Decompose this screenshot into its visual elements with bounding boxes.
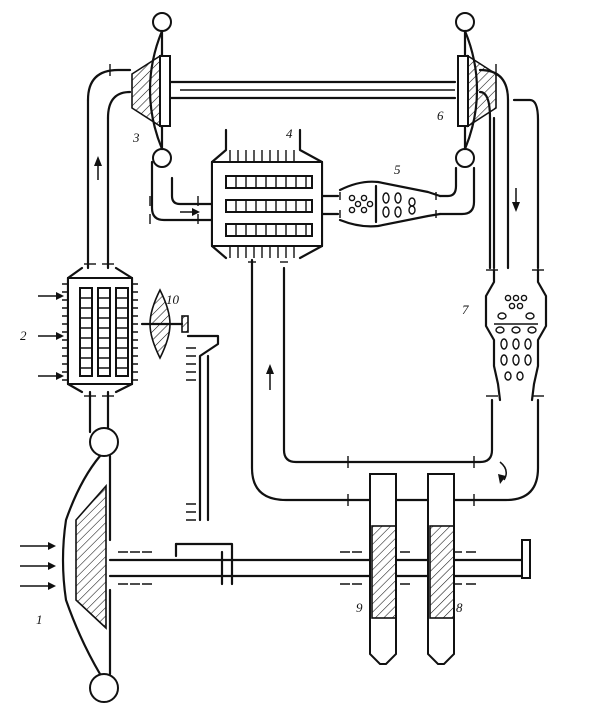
intercooler-tubes bbox=[79, 287, 129, 377]
label-7: 7 bbox=[462, 302, 469, 317]
label-5: 5 bbox=[394, 162, 401, 177]
label-1: 1 bbox=[36, 612, 43, 627]
component-labels: 1 2 3 4 5 6 7 8 9 10 bbox=[20, 108, 469, 627]
chamber-7-holes bbox=[495, 294, 537, 381]
label-4: 4 bbox=[286, 126, 293, 141]
fan-10 bbox=[140, 288, 220, 522]
chamber-5-holes bbox=[348, 192, 416, 218]
label-6: 6 bbox=[437, 108, 444, 123]
turbine-3 bbox=[131, 12, 172, 168]
regenerator-teeth bbox=[229, 150, 295, 258]
flow-arrows bbox=[94, 156, 520, 484]
intercooler-2 bbox=[62, 266, 138, 394]
compressor-1 bbox=[61, 427, 119, 703]
air-inlet-arrows bbox=[20, 542, 56, 590]
regenerator-tubes bbox=[225, 175, 313, 237]
intercooler-fins bbox=[62, 283, 138, 381]
label-3: 3 bbox=[132, 130, 140, 145]
pipe-flanges bbox=[84, 64, 544, 506]
turbine-6 bbox=[455, 12, 497, 168]
combustion-chamber-7 bbox=[484, 268, 548, 402]
main-shaft bbox=[108, 539, 531, 586]
label-8: 8 bbox=[456, 600, 463, 615]
gear-8 bbox=[427, 473, 455, 665]
label-2: 2 bbox=[20, 328, 27, 343]
combustion-chamber-5 bbox=[338, 180, 442, 228]
label-10: 10 bbox=[166, 292, 180, 307]
regenerator-4 bbox=[210, 128, 324, 260]
cooling-inflow-arrows bbox=[38, 292, 64, 380]
label-9: 9 bbox=[356, 600, 363, 615]
gear-9 bbox=[369, 473, 397, 665]
